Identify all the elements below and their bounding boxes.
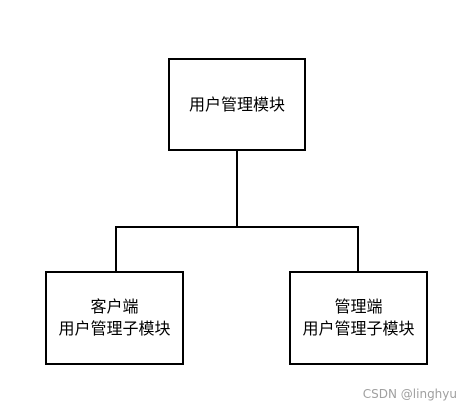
client-node-line1: 客户端	[90, 297, 139, 316]
root-node-user-management-module: 用户管理模块	[168, 58, 306, 151]
child-node-admin-user-submodule: 管理端 用户管理子模块	[289, 271, 428, 365]
csdn-watermark: CSDN @linghyu	[362, 387, 457, 401]
client-node-line2: 用户管理子模块	[58, 319, 171, 338]
child-node-client-user-submodule: 客户端 用户管理子模块	[45, 271, 184, 365]
admin-node-line2: 用户管理子模块	[302, 319, 415, 338]
admin-node-line1: 管理端	[334, 297, 383, 316]
root-node-label: 用户管理模块	[188, 94, 285, 114]
